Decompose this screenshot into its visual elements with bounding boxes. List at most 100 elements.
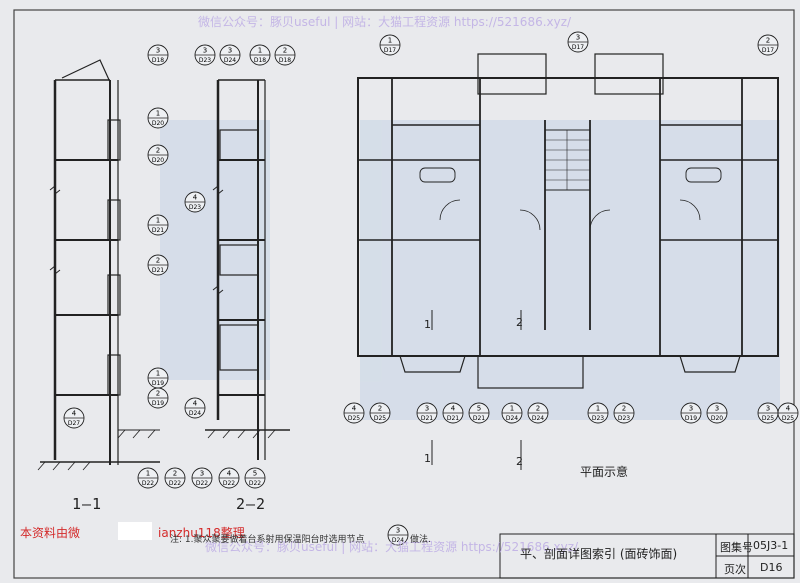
callout-sheet: D17 (384, 47, 396, 54)
overlay-left-text: 本资料由微 (20, 526, 81, 540)
callout-sheet: D18 (152, 57, 164, 64)
cut-1-top-label: 1 (424, 318, 431, 331)
callout-number: 3 (425, 405, 429, 413)
callout-number: 4 (227, 470, 232, 478)
callout-number: 1 (156, 370, 160, 378)
callout-sheet: D21 (152, 227, 164, 234)
callout-sheet: D18 (254, 57, 266, 64)
callout-number: 3 (689, 405, 693, 413)
callout-sheet: D22 (249, 480, 261, 487)
callout-number: 1 (146, 470, 150, 478)
callout-sheet: D23 (592, 415, 604, 422)
callout-number: 3 (396, 527, 400, 535)
callout-number: 1 (156, 217, 160, 225)
callout-sheet: D22 (223, 480, 235, 487)
callout-number: 2 (622, 405, 626, 413)
callout-number: 2 (283, 47, 287, 55)
callout-sheet: D22 (196, 480, 208, 487)
callout-sheet: D24 (392, 537, 404, 544)
callout-sheet: D23 (199, 57, 211, 64)
cut-1-bottom-label: 1 (424, 452, 431, 465)
section-2-2 (205, 79, 290, 460)
page-label: 页次 (724, 563, 746, 576)
callout-sheet: D24 (224, 57, 236, 64)
callout-sheet: D21 (152, 267, 164, 274)
callout-sheet: D24 (189, 410, 201, 417)
callout-sheet: D25 (762, 415, 774, 422)
callout-number: 3 (228, 47, 232, 55)
callout-number: 3 (156, 47, 160, 55)
callout-sheet: D24 (506, 415, 518, 422)
atlas-number-label: 图集号 (720, 541, 753, 554)
callout-number: 4 (72, 410, 77, 418)
watermark-bottom: 微信公众号：豚贝useful | 网站：大猫工程资源 https://52168… (205, 540, 579, 554)
callout-number: 1 (388, 37, 392, 45)
callout-number: 3 (576, 34, 580, 42)
callout-sheet: D22 (142, 480, 154, 487)
floor-plan (357, 53, 779, 470)
callout-sheet: D23 (189, 204, 201, 211)
atlas-number-value: 05J3-1 (753, 539, 789, 552)
callout-number: 1 (156, 110, 160, 118)
callout-sheet: D25 (782, 415, 794, 422)
callout-number: 4 (193, 194, 198, 202)
callout-layer: 3D181D202D201D212D211D192D194D273D233D24… (63, 31, 799, 546)
callout-number: 3 (715, 405, 719, 413)
callout-sheet: D23 (618, 415, 630, 422)
callout-number: 2 (766, 37, 770, 45)
callout-sheet: D17 (762, 47, 774, 54)
section-1-1 (37, 59, 160, 471)
callout-sheet: D21 (421, 415, 433, 422)
callout-number: 3 (200, 470, 204, 478)
callout-number: 2 (378, 405, 382, 413)
callout-sheet: D18 (279, 57, 291, 64)
callout-sheet: D19 (152, 380, 164, 387)
page-value: D16 (760, 561, 783, 574)
note-suffix: 做法. (410, 535, 431, 545)
section-1-1-label: 1—1 (72, 495, 103, 513)
overlay-right-text: ianzhu118整理 (158, 526, 245, 540)
section-2-2-label: 2—2 (236, 495, 267, 513)
callout-sheet: D20 (711, 415, 723, 422)
watermark-top: 微信公众号：豚贝useful | 网站：大猫工程资源 https://52168… (198, 15, 572, 29)
callout-sheet: D25 (348, 415, 360, 422)
callout-sheet: D19 (152, 400, 164, 407)
callout-number: 2 (536, 405, 540, 413)
note-prefix: 注: 1.聚众聚要做着台系射用保温阳台时选用节点 (170, 535, 365, 545)
cut-2-bottom-label: 2 (516, 455, 523, 468)
plan-title: 平面示意 (580, 465, 629, 479)
callout-number: 3 (203, 47, 207, 55)
callout-number: 1 (258, 47, 262, 55)
callout-sheet: D17 (572, 44, 584, 51)
callout-number: 4 (786, 405, 791, 413)
callout-sheet: D21 (447, 415, 459, 422)
callout-number: 2 (156, 390, 160, 398)
callout-number: 5 (253, 470, 257, 478)
callout-number: 3 (766, 405, 770, 413)
callout-number: 5 (477, 405, 481, 413)
